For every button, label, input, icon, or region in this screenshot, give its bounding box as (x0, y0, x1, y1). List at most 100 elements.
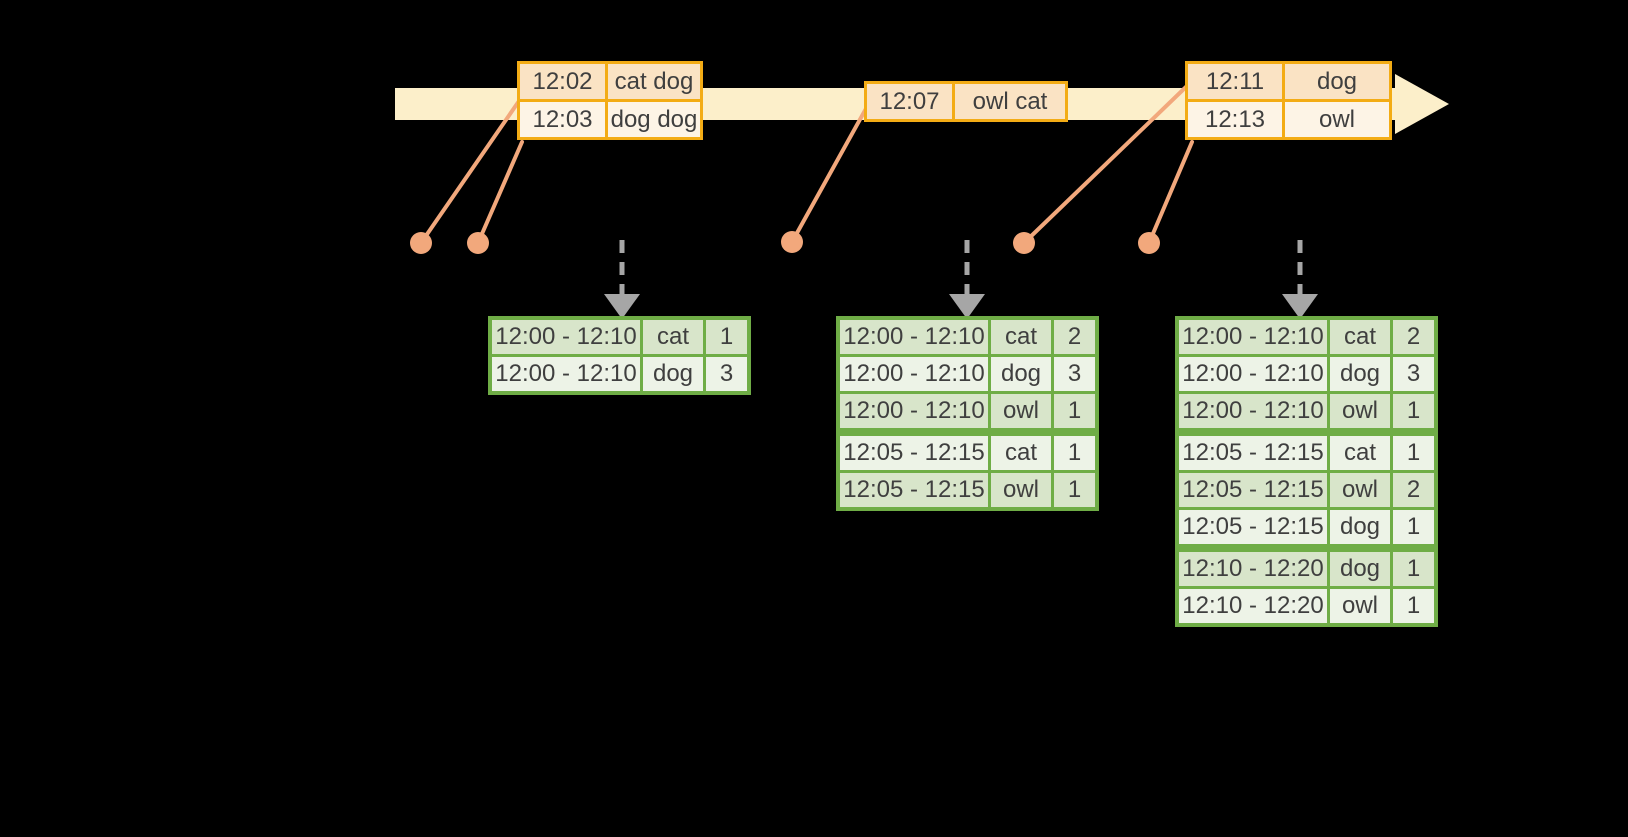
count-cell: 2 (1393, 473, 1434, 507)
window-cell: 12:10 - 12:20 (1179, 552, 1327, 586)
count-cell: 1 (1393, 589, 1434, 623)
event-connector-line (476, 140, 524, 245)
window-cell: 12:05 - 12:15 (1179, 436, 1327, 470)
word-cell: dog (1330, 510, 1390, 544)
word-cell: owl (991, 394, 1051, 428)
count-cell: 1 (1393, 510, 1434, 544)
event-words-cell: owl (1285, 102, 1389, 137)
event-time-cell: 12:02 (520, 64, 605, 99)
word-cell: cat (1330, 320, 1390, 354)
event-dot (1138, 232, 1160, 254)
event-dot (410, 232, 432, 254)
count-cell: 1 (1393, 436, 1434, 470)
window-cell: 12:00 - 12:10 (840, 357, 988, 391)
word-cell: dog (643, 357, 703, 391)
window-cell: 12:00 - 12:10 (492, 357, 640, 391)
word-cell: cat (991, 436, 1051, 470)
event-connector-line (790, 103, 870, 244)
count-cell: 1 (1054, 436, 1095, 470)
count-cell: 2 (1393, 320, 1434, 354)
event-words-cell: dog dog (608, 102, 700, 137)
timeline-arrowhead-icon (1395, 74, 1449, 134)
window-cell: 12:05 - 12:15 (1179, 510, 1327, 544)
count-cell: 1 (1054, 473, 1095, 507)
count-cell: 3 (1393, 357, 1434, 391)
count-cell: 3 (1054, 357, 1095, 391)
event-words-cell: owl cat (955, 84, 1065, 119)
event-connector-line (419, 99, 521, 245)
window-cell: 12:00 - 12:10 (1179, 357, 1327, 391)
event-dot (467, 232, 489, 254)
event-time-cell: 12:03 (520, 102, 605, 137)
trigger-arrowhead-icon (604, 294, 640, 319)
count-cell: 1 (706, 320, 747, 354)
count-cell: 3 (706, 357, 747, 391)
word-cell: cat (1330, 436, 1390, 470)
window-cell: 12:00 - 12:10 (1179, 394, 1327, 428)
event-dot (781, 231, 803, 253)
trigger-arrowhead-icon (949, 294, 985, 319)
word-cell: owl (1330, 589, 1390, 623)
count-cell: 1 (1393, 394, 1434, 428)
window-cell: 12:00 - 12:10 (1179, 320, 1327, 354)
window-cell: 12:05 - 12:15 (1179, 473, 1327, 507)
word-cell: owl (1330, 473, 1390, 507)
event-connector-line (1147, 140, 1194, 245)
word-cell: dog (1330, 552, 1390, 586)
event-words-cell: cat dog (608, 64, 700, 99)
window-cell: 12:05 - 12:15 (840, 436, 988, 470)
event-connector-line (1022, 83, 1190, 245)
count-cell: 1 (1054, 394, 1095, 428)
event-time-cell: 12:07 (867, 84, 952, 119)
window-cell: 12:10 - 12:20 (1179, 589, 1327, 623)
word-cell: cat (643, 320, 703, 354)
word-cell: owl (1330, 394, 1390, 428)
trigger-arrowhead-icon (1282, 294, 1318, 319)
word-cell: owl (991, 473, 1051, 507)
window-cell: 12:00 - 12:10 (492, 320, 640, 354)
window-cell: 12:00 - 12:10 (840, 320, 988, 354)
event-words-cell: dog (1285, 64, 1389, 99)
count-cell: 2 (1054, 320, 1095, 354)
word-cell: cat (991, 320, 1051, 354)
window-cell: 12:05 - 12:15 (840, 473, 988, 507)
event-dot (1013, 232, 1035, 254)
count-cell: 1 (1393, 552, 1434, 586)
event-time-cell: 12:13 (1188, 102, 1282, 137)
word-cell: dog (1330, 357, 1390, 391)
event-time-cell: 12:11 (1188, 64, 1282, 99)
